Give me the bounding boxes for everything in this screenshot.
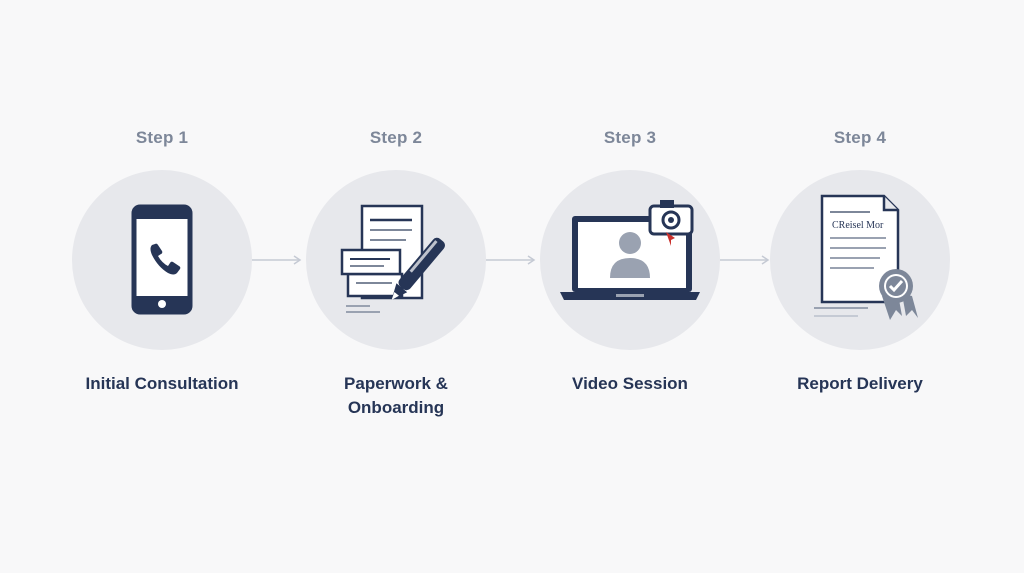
step-label: Step 3 [603,128,657,147]
paperwork-pen-icon [340,204,445,313]
step-icon-circle: CReisel Mor [770,170,950,350]
connector-arrow [486,254,538,266]
step-title: Video Session [515,372,745,396]
step-title-text: Video Session [572,374,688,393]
connector-arrow [252,254,304,266]
step-title: Paperwork & Onboarding [281,372,511,420]
video-call-icon [560,200,700,300]
step-title: Initial Consultation [47,372,277,396]
step-label: Step 1 [135,128,189,147]
step-icon-circle [540,170,720,350]
step-icon-circle [72,170,252,350]
connector-arrow [720,254,772,266]
phone-icon [131,204,193,315]
certificate-text: CReisel Mor [832,220,884,231]
step-title-text: Initial Consultation [85,374,239,393]
step-label: Step 4 [833,128,887,147]
certificate-icon: CReisel Mor [814,194,918,320]
step-label: Step 2 [369,128,423,147]
step-title-text: Paperwork & Onboarding [344,374,448,417]
step-title: Report Delivery [745,372,975,396]
step-title-text: Report Delivery [797,374,923,393]
step-icon-circle [306,170,486,350]
